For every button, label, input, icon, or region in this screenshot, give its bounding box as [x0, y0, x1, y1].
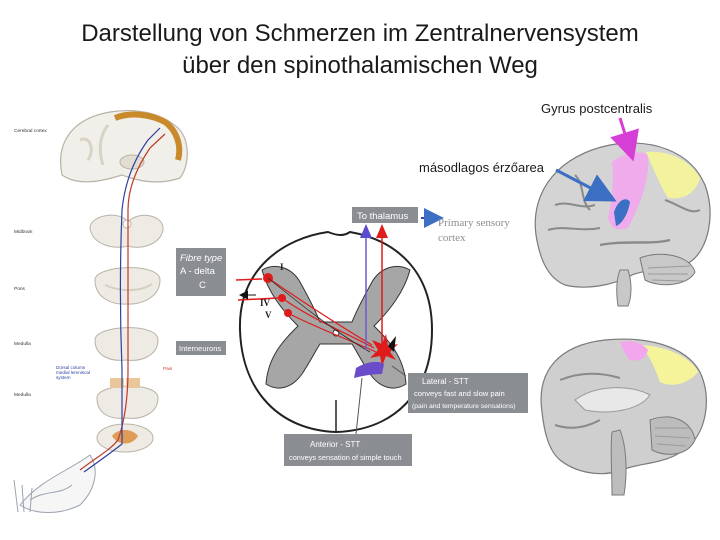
medial-brain-view [541, 339, 706, 495]
cortex-section [61, 111, 188, 182]
medulla-upper-section [95, 328, 158, 361]
level-label-midbrain: Midbrain [14, 229, 33, 235]
lateral-stt-desc: conveys fast and slow pain [414, 389, 505, 398]
spinal-cord-diagram: I IV V To thalamus Primary sensory corte… [176, 207, 528, 466]
level-label-cortex: Cerebral cortex [14, 128, 47, 134]
anterior-stt-box: Anterior - STT conveys sensation of simp… [284, 434, 412, 466]
anterior-stt-title: Anterior - STT [310, 440, 360, 449]
secondary-area-label: másodlagos érzőarea [419, 160, 545, 175]
level-label-medulla-lower: Medulla [14, 392, 31, 398]
to-thalamus-box: To thalamus [352, 207, 418, 223]
dorsal-column-label-3: system [56, 375, 71, 380]
lateral-stt-note: (pain and temperature sensations) [412, 403, 516, 410]
fibre-c-label: C [199, 280, 206, 291]
anterior-stt-desc: conveys sensation of simple touch [289, 453, 402, 462]
lateral-stt-title: Lateral - STT [422, 377, 469, 386]
lamina-label-5: V [265, 310, 272, 320]
interneurons-box: Interneurons [176, 341, 226, 355]
to-thalamus-label: To thalamus [357, 211, 408, 222]
level-label-pons: Pons [14, 286, 26, 292]
fibre-a-delta-label: A - delta [180, 266, 216, 277]
lemniscal-pathway-line [84, 140, 148, 472]
pain-label: Pain [163, 366, 173, 371]
fibre-type-box: Fibre type A - delta C [176, 248, 226, 296]
lateral-brain-view [535, 143, 710, 306]
lamina-label-4: IV [260, 298, 271, 308]
spinal-section-small [97, 424, 153, 452]
interneurons-label: Interneurons [179, 344, 221, 353]
midbrain-section [90, 215, 163, 247]
fibre-type-label: Fibre type [180, 253, 222, 264]
limb-sketch [14, 455, 95, 513]
primary-sensory-label-1: Primary sensory [438, 217, 510, 229]
pain-pathway-line [80, 148, 150, 470]
lateral-stt-box: Lateral - STT conveys fast and slow pain… [408, 373, 528, 413]
level-label-medulla-upper: Medulla [14, 341, 31, 347]
primary-sensory-label-2: cortex [438, 232, 466, 244]
lamina-label-1: I [280, 262, 284, 272]
left-neuroaxis-diagram: Cerebral cortex Midbrain Pons Medulla Me… [14, 111, 187, 513]
gyrus-postcentralis-label: Gyrus postcentralis [541, 101, 653, 116]
